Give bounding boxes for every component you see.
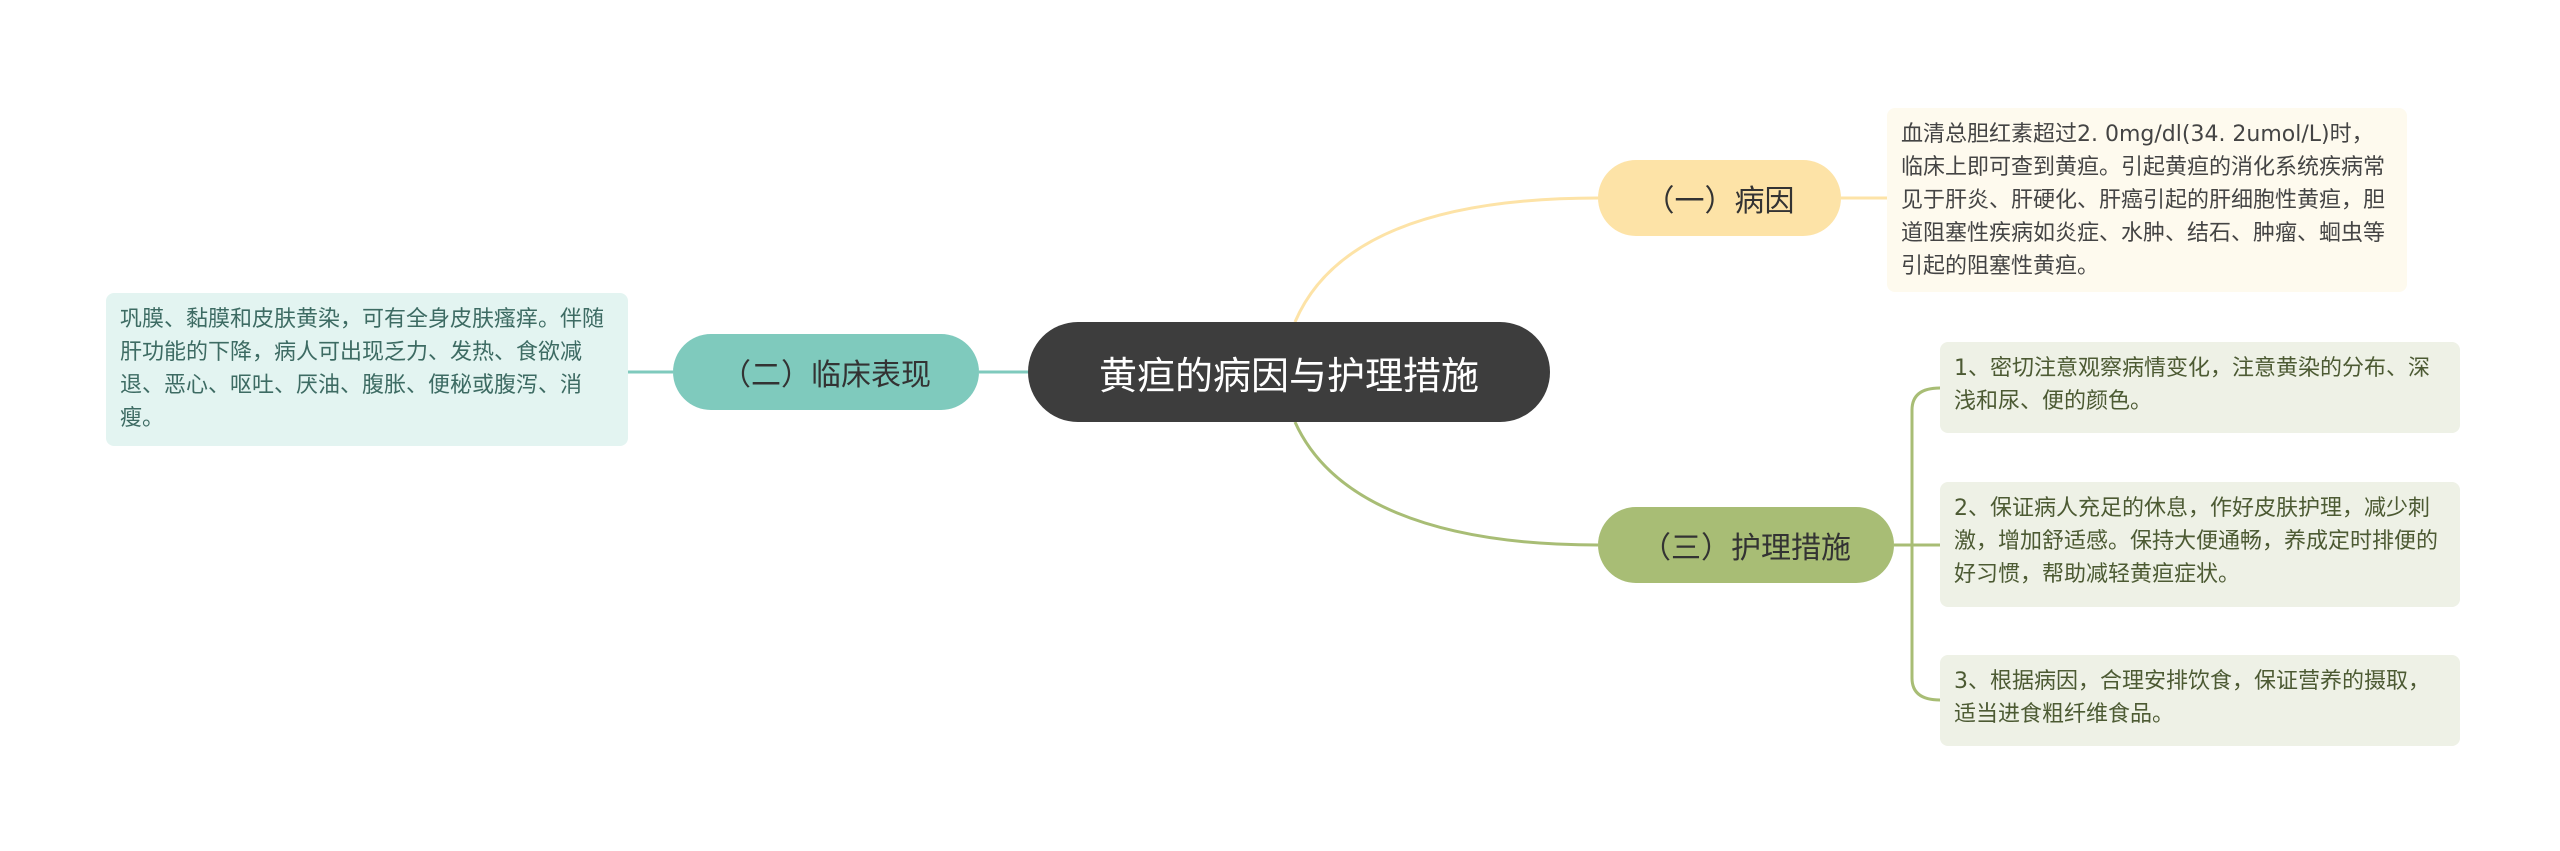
leaf-nursing-3[interactable]: 3、根据病因，合理安排饮食，保证营养的摄取，适当进食粗纤维食品。 [1940, 655, 2460, 746]
leaf-clinical-detail[interactable]: 巩膜、黏膜和皮肤黄染，可有全身皮肤瘙痒。伴随肝功能的下降，病人可出现乏力、发热、… [106, 293, 628, 446]
root-topic[interactable]: 黄疸的病因与护理措施 [1028, 322, 1550, 422]
branch-clinical-manifestation[interactable]: （二）临床表现 [673, 334, 979, 410]
link-root-cause [1293, 196, 1599, 323]
branch-nursing-measures[interactable]: （三）护理措施 [1598, 507, 1894, 583]
leaf-nursing-2[interactable]: 2、保证病人充足的休息，作好皮肤护理，减少刺激，增加舒适感。保持大便通畅，养成定… [1940, 482, 2460, 607]
leaf-cause-detail[interactable]: 血清总胆红素超过2. 0mg/dl(34. 2umol/L)时，临床上即可查到黄… [1887, 108, 2407, 292]
leaf-nursing-1[interactable]: 1、密切注意观察病情变化，注意黄染的分布、深浅和尿、便的颜色。 [1940, 342, 2460, 433]
link-nursing-leaf-1 [1910, 386, 1941, 545]
branch-cause[interactable]: （一）病因 [1598, 160, 1841, 236]
link-root-nursing [1293, 421, 1599, 547]
link-nursing-leaf-3 [1910, 545, 1941, 702]
